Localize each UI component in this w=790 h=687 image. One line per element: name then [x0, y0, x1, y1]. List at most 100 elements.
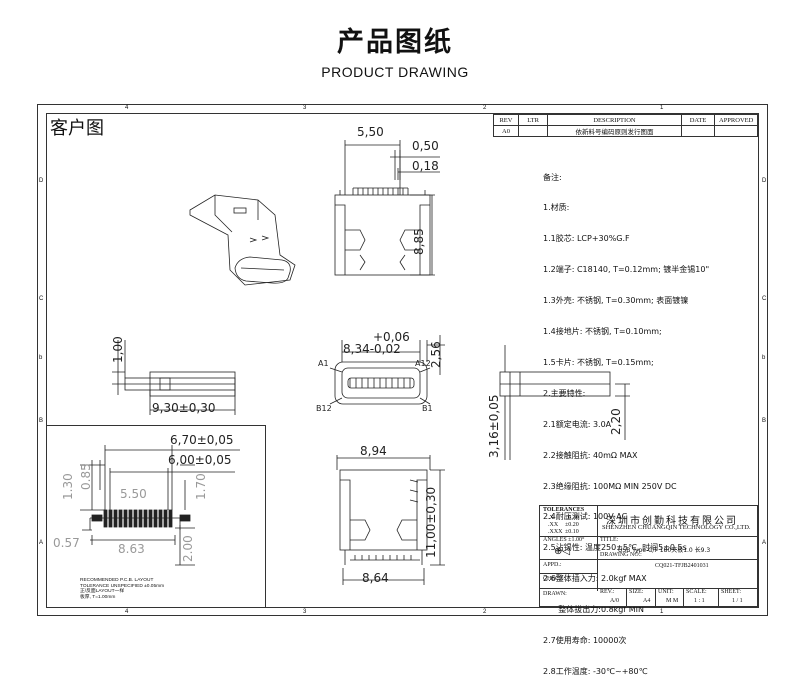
note-line: 1.材质:	[543, 203, 570, 213]
zone-left-b: B	[39, 418, 44, 424]
page-subtitle: PRODUCT DRAWING	[321, 64, 469, 80]
pin-label-a12: A12	[415, 359, 431, 368]
company-name-cn: 深圳市创勤科技有限公司	[606, 516, 738, 527]
revision-row: A0 依新料号编码原则发行图面	[493, 125, 758, 137]
dim-pcb-b: 0.85	[79, 463, 93, 490]
dim-top-b: 0,18	[412, 159, 439, 173]
zone-bottom-3: 3	[303, 609, 307, 615]
approved-col-header: APPROVED	[714, 114, 758, 126]
dim-front-height: 2,56	[429, 341, 443, 368]
zone-side-mark: b	[39, 355, 43, 361]
note-line: 2.6整体插入力: 2.0kgf MAX	[543, 574, 647, 584]
zone-left-c: C	[39, 296, 44, 302]
zone-bottom-1: 1	[660, 609, 664, 615]
dim-left-length: 9,30±0,30	[152, 401, 216, 415]
dim-right-horizontal: 2,20	[609, 408, 623, 435]
right-side-view	[499, 345, 630, 460]
size-value: A4	[643, 598, 651, 604]
zone-left-d: D	[39, 178, 44, 184]
drawing-frame-outer	[37, 104, 768, 616]
dim-bottom-width-1: 8,94	[360, 444, 387, 458]
note-line: 2.7使用寿命: 10000次	[543, 635, 627, 645]
pin-label-b1: B1	[422, 404, 433, 413]
technical-drawing: 5,50 0,50 0,18 8,85 1,00 9,30±0,30 +0,06…	[53, 125, 630, 585]
dim-front-width: 8,34-0,02	[343, 342, 401, 356]
zone-right-d: D	[762, 178, 767, 184]
pcb-layout-view	[80, 445, 240, 566]
note-line: 2.5沾锡性: 温度250±5℃, 时间5±0.5s	[543, 543, 687, 553]
drawn-label: DRAWN:	[543, 591, 567, 597]
title-block: TOLERANCES .X ±0.30 .XX ±0.20 .XXX ±0.10…	[539, 505, 758, 608]
dim-pcb-a: 1.30	[61, 473, 75, 500]
pcb-layout-notes: RECOMMENDED P.C.B. LAYOUT TOLERANCE UNSP…	[80, 578, 164, 600]
note-line: 2.1额定电流: 3.0A	[543, 419, 612, 429]
drawing-no-label: DRAWING NO.:	[600, 552, 642, 558]
note-line: 2.3绝缘阻抗: 100MΩ MIN 250V DC	[543, 481, 677, 491]
zone-side-mark-right: b	[762, 355, 766, 361]
size-label: SIZE:	[629, 589, 644, 595]
isometric-connector-view	[189, 194, 296, 286]
pcb-note-line: TOLERANCE UNSPECIFIED ±0.05mm	[80, 583, 165, 589]
pcb-layout-frame	[46, 425, 266, 608]
dim-pcb-width-1: 6,70±0,05	[170, 433, 234, 447]
sheet-value: 1 / 1	[732, 598, 743, 604]
zone-right-b: B	[762, 418, 767, 424]
angles-tolerance: ANGLES ±1.00°	[543, 537, 585, 543]
tol-xx-label: .XX	[548, 522, 559, 528]
pcb-note-line: 板厚, T=1.00mm	[80, 594, 116, 600]
dim-pcb-width-2: 6,00±0,05	[168, 453, 232, 467]
rev-label: REV.:	[600, 589, 615, 595]
front-view	[329, 335, 445, 405]
note-line: 1.4接地片: 不锈钢, T=0.10mm;	[543, 327, 662, 337]
approved-cell	[714, 125, 758, 137]
tol-xx-value: ±0.20	[565, 522, 579, 528]
note-line: 2.2接触阻抗: 40mΩ MAX	[543, 450, 638, 460]
unit-value: M M	[666, 598, 679, 604]
scale-value: 1 : 1	[694, 598, 705, 604]
pcb-note-line: 正/反面LAYOUT一样	[80, 589, 125, 594]
dim-bottom-width-2: 8,64	[362, 571, 389, 585]
note-line: 1.1胶芯: LCP+30%G.F	[543, 234, 630, 244]
drawing-frame-inner	[46, 113, 759, 608]
note-line: 2.主要特性:	[543, 388, 586, 398]
dim-bottom-length: 11,00±0,30	[424, 487, 438, 558]
dim-pcb-e: 0.57	[53, 536, 80, 550]
tol-x-value: ±0.30	[565, 515, 579, 521]
drawing-no-value: CQ021-TFJB2401031	[655, 563, 709, 569]
dim-right-vertical: 3,16±0,05	[487, 395, 501, 459]
title-value: USB Type-C/F 180夹板1.0 长9.3	[618, 547, 711, 554]
zone-bottom-4: 4	[125, 609, 129, 615]
zone-top-2: 2	[483, 105, 487, 111]
dim-left-height: 1,00	[111, 336, 125, 363]
ltr-cell	[517, 125, 549, 137]
page-title: 产品图纸	[337, 27, 453, 58]
note-line: 1.5卡片: 不锈钢, T=0.15mm;	[543, 357, 654, 367]
customer-drawing-label: 客户图	[50, 118, 104, 139]
zone-bottom-2: 2	[483, 609, 487, 615]
tol-xxx-value: ±0.10	[565, 529, 579, 535]
dim-pcb-f: 8.63	[118, 542, 145, 556]
note-line: 2.8工作温度: -30℃~+80℃	[543, 666, 648, 676]
appd-label: APPD.:	[543, 562, 562, 568]
unit-label: UNIT:	[658, 589, 674, 595]
pcb-note-line: RECOMMENDED P.C.B. LAYOUT	[80, 578, 154, 583]
revision-table: REV LTR DESCRIPTION DATE APPROVED A0 依新料…	[493, 114, 758, 137]
zone-top-4: 4	[125, 105, 129, 111]
pin-label-a1: A1	[318, 359, 329, 368]
note-line: 2.4耐压测试: 100V AC	[543, 512, 628, 522]
scale-label: SCALE:	[686, 589, 707, 595]
dim-pcb-c: 5.50	[120, 487, 147, 501]
tol-xxx-label: .XXX	[548, 529, 563, 535]
zone-top-1: 1	[660, 105, 664, 111]
rev-value: A/0	[610, 598, 619, 604]
zone-left-a: A	[39, 540, 44, 546]
dim-top-width: 5,50	[357, 125, 384, 139]
note-line: 备注:	[543, 172, 562, 182]
dim-front-tolerance: +0,06	[373, 330, 410, 344]
zone-right-c: C	[762, 296, 767, 302]
check-label: CHECK:	[543, 576, 566, 582]
top-view	[334, 140, 440, 276]
company-name-en: SHENZHEN CHUANGQIN TECHNOLOGY CO.,LTD.	[602, 524, 751, 531]
bottom-view	[336, 455, 445, 585]
projection-symbol-icon: ⊕◁	[554, 546, 571, 557]
